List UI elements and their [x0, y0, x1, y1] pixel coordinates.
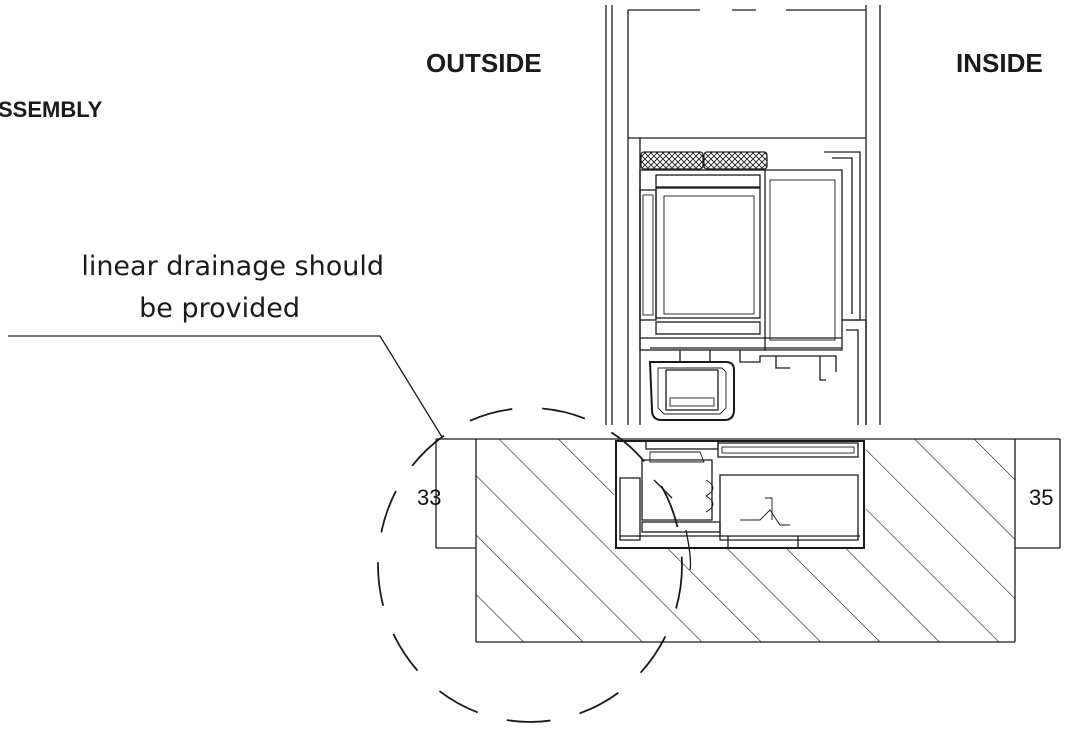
outside-label: OUTSIDE — [426, 48, 542, 78]
leader-line — [8, 335, 443, 438]
drainage-zone-marker — [377, 407, 683, 723]
dimension-left: 33 — [417, 485, 441, 510]
inside-label: INSIDE — [956, 48, 1043, 78]
drainage-note-line2: be provided — [139, 293, 300, 324]
glazing-gasket-right — [703, 151, 768, 170]
substrate-hatch — [476, 439, 1015, 642]
thermal-break-profile — [648, 361, 735, 421]
assembly-title-fragment: SSEMBLY — [0, 97, 103, 122]
floor-substrate — [435, 438, 1061, 643]
sash-and-glazing — [605, 5, 881, 425]
dimension-right: 35 — [1029, 485, 1053, 510]
threshold-profile — [614, 440, 866, 571]
glazing-gasket-left — [640, 151, 704, 170]
drainage-note-line1: linear drainage should — [81, 251, 384, 282]
